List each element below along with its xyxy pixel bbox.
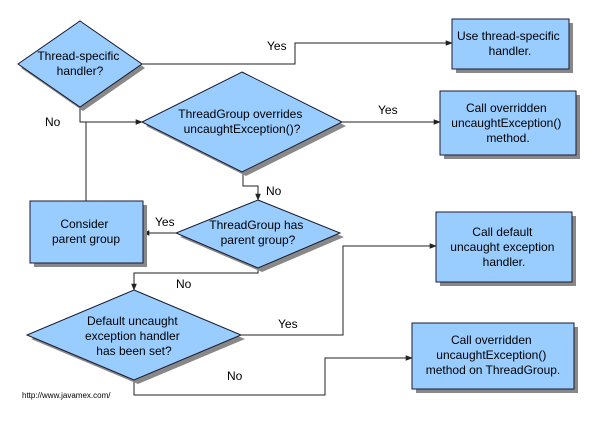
process-consider-parent-group: Consider parent group <box>29 200 147 267</box>
decision-default-handler-set-text: Default uncaught exception handler has b… <box>85 314 183 358</box>
edge-parent-no <box>131 268 259 291</box>
edge-label-yes: Yes <box>267 39 287 53</box>
decision-threadgroup-has-parent-text: ThreadGroup has parent group? <box>209 218 306 247</box>
decision-threadgroup-has-parent: ThreadGroup has parent group? <box>174 199 344 272</box>
process-use-thread-specific-handler-text: Use thread-specific handler. <box>457 29 563 58</box>
edge-label-no: No <box>45 115 61 129</box>
edge-label-yes: Yes <box>378 103 398 117</box>
edge-default-yes <box>241 243 437 336</box>
process-call-default-handler: Call default uncaught exception handler. <box>435 211 576 286</box>
process-call-overridden: Call overridden uncaughtException() meth… <box>439 90 580 159</box>
process-call-overridden-threadgroup-text: Call overridden uncaughtException() meth… <box>426 333 561 377</box>
process-call-overridden-threadgroup: Call overridden uncaughtException() meth… <box>411 322 578 393</box>
edge-label-no: No <box>266 184 282 198</box>
edge-label-no: No <box>227 369 243 383</box>
process-consider-parent-group-text: Consider parent group <box>52 217 120 246</box>
edge-label-no: No <box>176 277 192 291</box>
decision-thread-specific-handler: Thread-specific handler? <box>17 20 145 111</box>
decision-threadgroup-overrides-text: ThreadGroup overrides uncaughtException(… <box>178 107 305 136</box>
edge-labels: Yes No Yes No Yes No Yes No <box>45 39 398 383</box>
decision-threadgroup-overrides: ThreadGroup overrides uncaughtException(… <box>140 71 346 176</box>
edge-overrides-no <box>242 172 261 201</box>
edge-thread-specific-yes <box>142 40 453 65</box>
decision-default-handler-set: Default uncaught exception handler has b… <box>25 289 245 384</box>
edge-thread-specific-no <box>79 107 143 125</box>
process-use-thread-specific-handler: Use thread-specific handler. <box>451 18 573 73</box>
connectors <box>79 40 453 396</box>
process-call-overridden-text: Call overridden uncaughtException() meth… <box>451 101 564 145</box>
credit-url: http://www.javamex.com/ <box>22 391 111 400</box>
process-call-default-handler-text: Call default uncaught exception handler. <box>450 225 557 269</box>
decision-thread-specific-handler-text: Thread-specific handler? <box>37 49 122 78</box>
edge-label-yes: Yes <box>155 215 175 229</box>
edge-default-no <box>133 355 413 396</box>
edge-label-yes: Yes <box>278 317 298 331</box>
